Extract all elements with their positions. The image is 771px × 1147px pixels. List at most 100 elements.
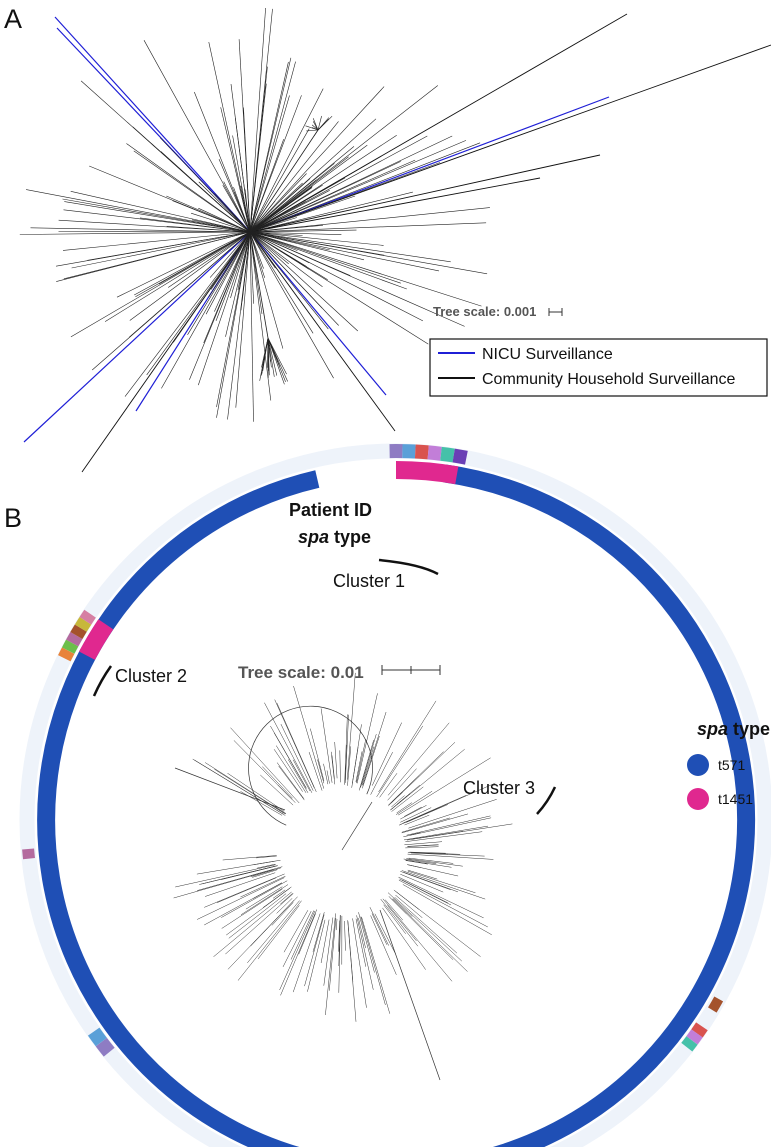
tree-b-branch (345, 714, 349, 783)
tree-b-branch (275, 745, 307, 793)
panel-a-letter: A (4, 4, 22, 34)
legend-label-community: Community Household Surveillance (482, 371, 736, 388)
tree-a-branch (267, 337, 272, 368)
tree-a-branch (249, 86, 385, 233)
patient-id-block (708, 996, 724, 1013)
tree-b-branch (403, 825, 489, 841)
tree-b-branch (382, 907, 426, 970)
tree-a-branch (249, 231, 424, 322)
tree-a-branch (249, 231, 284, 349)
tree-a-branch (249, 229, 357, 233)
tree-b-branch (382, 898, 453, 982)
tree-a-branch (249, 173, 307, 233)
spa-legend-title-rest: type (728, 719, 770, 739)
tree-b-branch (399, 878, 452, 906)
tree-b-branch (379, 773, 398, 798)
tree-a-branch (249, 121, 339, 233)
tree-a-branch (225, 231, 251, 337)
tree-scale-b-label: Tree scale: 0.01 (238, 663, 364, 682)
tree-a-branch (249, 195, 356, 233)
tree-b-branch (272, 889, 286, 899)
legend-dot-t1451 (687, 788, 709, 810)
tree-a-branch (58, 219, 251, 233)
tree-a-branch (64, 201, 251, 233)
tree-b-branch (338, 920, 340, 952)
tree-b-branch (391, 786, 424, 812)
tree-b-branch (298, 913, 316, 955)
tree-b-branch (323, 917, 334, 986)
tree-b-branch (362, 711, 387, 786)
patient-id-block (427, 445, 442, 461)
tree-a-branch (249, 182, 303, 233)
tree-a-branch (249, 61, 289, 233)
tree-b-branch (204, 873, 285, 908)
patient-id-block (440, 446, 455, 463)
tree-a-branch (161, 231, 251, 389)
tree-b-branch (380, 898, 419, 947)
tree-b-branch (278, 765, 305, 801)
tree-a-branch (249, 184, 323, 233)
legend-dot-t571 (687, 754, 709, 776)
tree-b-branch (358, 918, 366, 949)
patient-id-block (686, 1029, 703, 1045)
tree-b-branch (264, 702, 313, 793)
tree-a-branch (234, 191, 251, 233)
tree-b-branch (221, 880, 288, 918)
tree-a-branch (159, 137, 251, 233)
tree-a-branch (249, 231, 396, 432)
tree-a-branch (249, 162, 441, 233)
tree-b-branch (396, 802, 413, 814)
tree-a-branch (249, 129, 319, 233)
tree-b-branch (396, 784, 421, 805)
tree-b-branch (361, 746, 375, 786)
tree-a-branch (249, 163, 335, 233)
tree-a-branch (249, 154, 601, 233)
tree-a-branch (249, 231, 289, 265)
tree-a-branch (30, 227, 251, 233)
tree-b-branch (407, 852, 449, 855)
panel-b-letter: B (4, 503, 22, 533)
spa-type-segment-t1451 (79, 619, 114, 660)
tree-a-branch (249, 13, 628, 233)
spa-type-ring-label-italic: spa (298, 527, 329, 547)
spa-legend: spa type t571 t1451 (687, 719, 770, 810)
patient-id-ring-label: Patient ID (289, 500, 372, 520)
spa-type-ring-t571 (37, 464, 756, 1147)
tree-b-branch (227, 772, 285, 812)
tree-b-branch (335, 918, 338, 931)
tree-a-branch (249, 231, 328, 281)
tree-a-branch (249, 190, 330, 233)
tree-b-branch (358, 912, 375, 973)
tree-b-branch (409, 851, 446, 854)
tree-b-branch (405, 846, 439, 849)
tree-a-branch (191, 219, 251, 233)
tree-a-branch (249, 231, 323, 287)
spa-type-ring-label-rest: type (329, 527, 371, 547)
tree-a-branch (249, 231, 254, 422)
tree-b-branch (347, 746, 352, 786)
tree-a-branch (313, 129, 319, 137)
tree-a-branch (62, 231, 251, 251)
tree-b-branch (404, 814, 430, 826)
tree-b-branch (388, 896, 454, 960)
patient-id-block (66, 632, 83, 647)
tree-b-branch (356, 739, 367, 784)
tree-b-branch (307, 919, 326, 992)
tree-a-branch (116, 231, 251, 298)
tree-a-branch (249, 168, 258, 233)
tree-b-branch (257, 863, 276, 869)
tree-b-branch (240, 791, 283, 816)
tree-b-branch (317, 759, 325, 784)
tree-b-branch (204, 762, 286, 815)
tree-b-branch (312, 912, 325, 952)
tree-b-branch (404, 841, 443, 846)
tree-b-branch (323, 763, 329, 785)
tree-b-branch (290, 910, 315, 960)
tree-scale-b-bar (381, 665, 441, 675)
tree-b-branch (361, 916, 391, 1014)
tree-a-branch (249, 231, 351, 276)
tree-b-branch (214, 768, 285, 814)
tree-a-branch (317, 117, 330, 131)
tree-b-branch (401, 870, 486, 900)
tree-a-branch (220, 107, 251, 233)
